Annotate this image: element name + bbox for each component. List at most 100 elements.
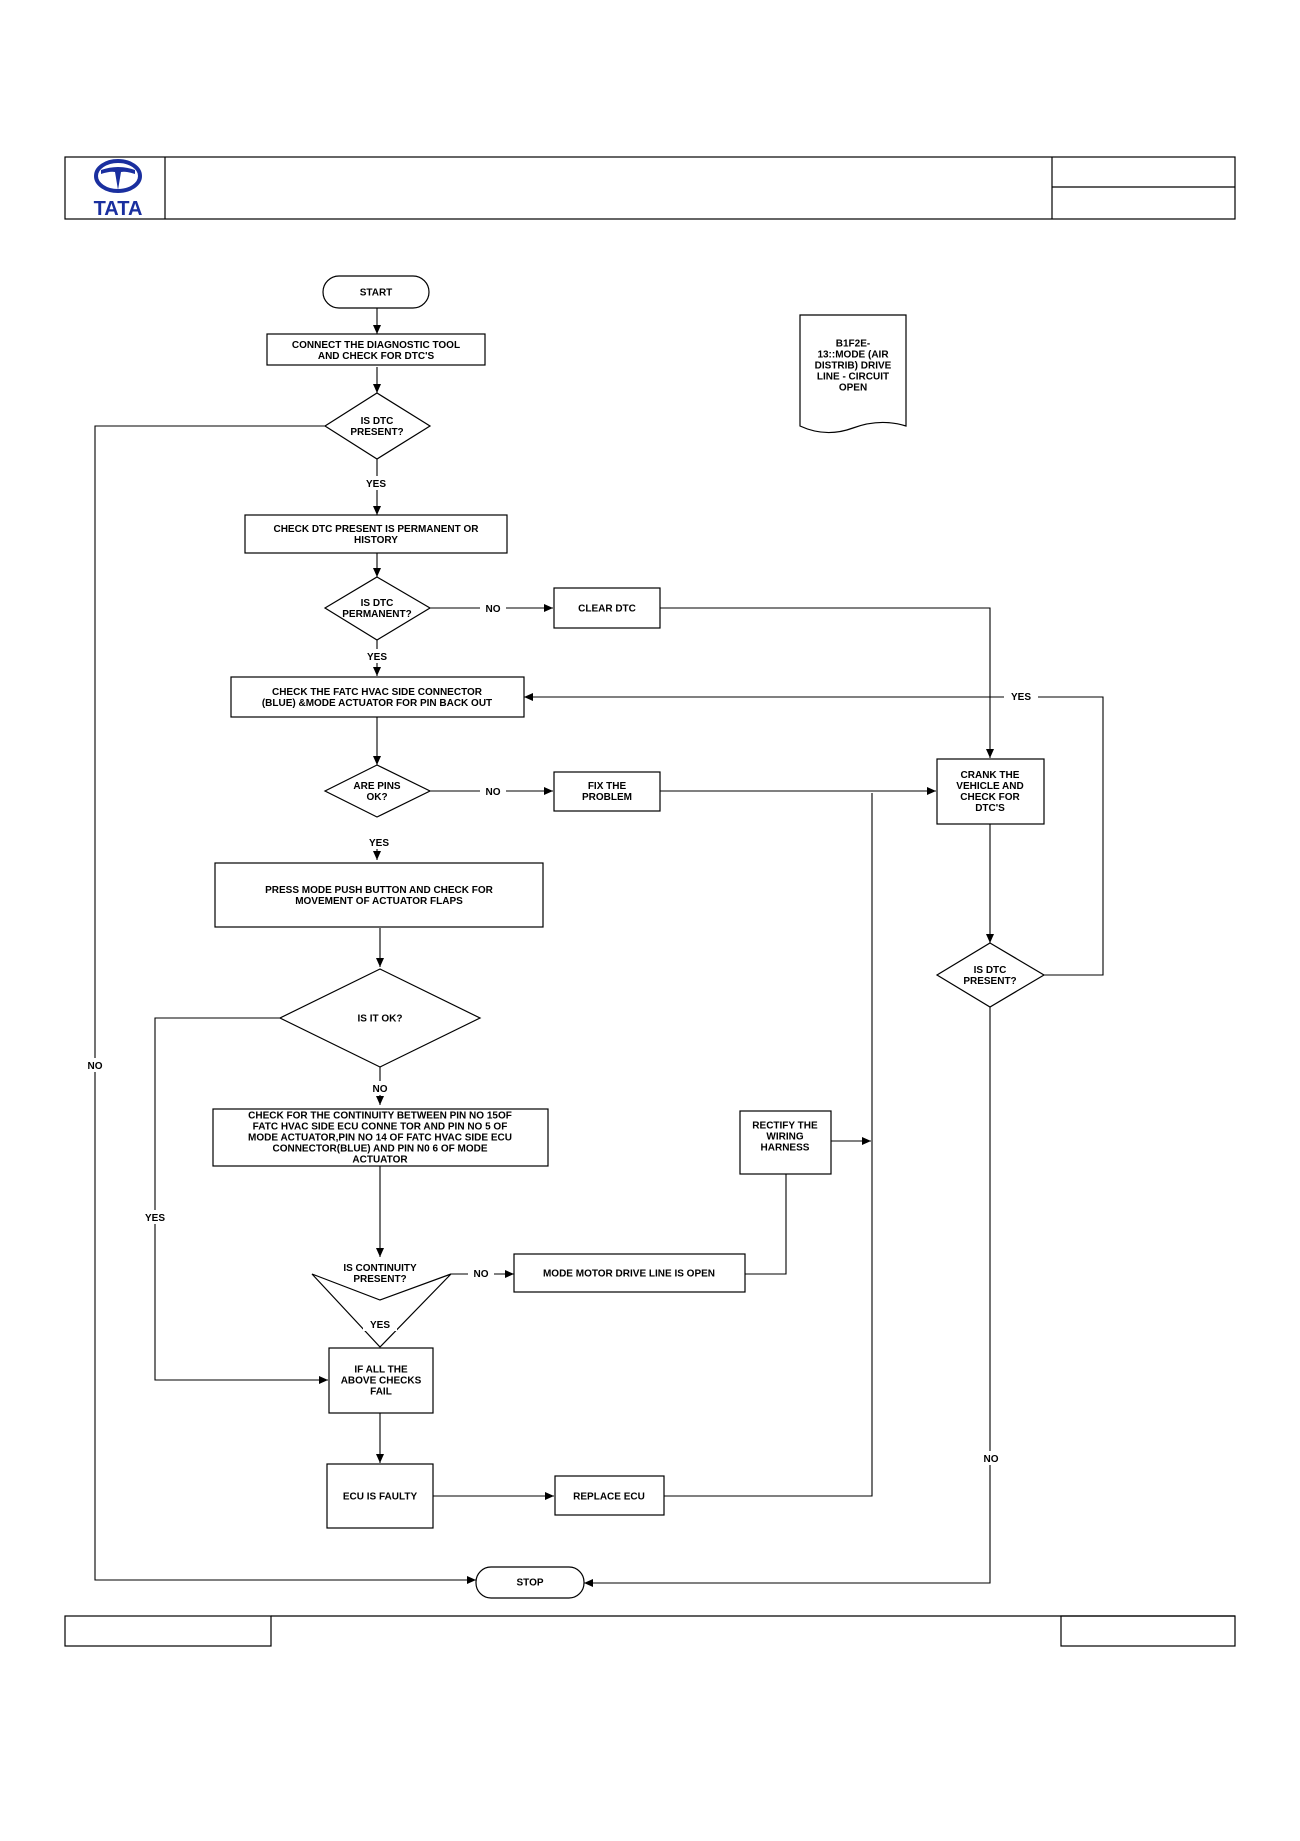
text-line: ARE PINS: [353, 781, 401, 792]
text-line: PRESS MODE PUSH BUTTON AND CHECK FOR: [265, 885, 494, 896]
text-line: REPLACE ECU: [573, 1492, 645, 1503]
process-ecu-faulty-text: ECU IS FAULTY: [343, 1492, 418, 1503]
process-clear-dtc-text: CLEAR DTC: [578, 604, 636, 615]
text-line: PRESENT?: [350, 427, 403, 438]
decision-is-it-ok-text: IS IT OK?: [358, 1014, 403, 1025]
text-line: IS DTC: [361, 416, 394, 427]
terminal-start-text: START: [360, 288, 393, 299]
edge-labels: YES NO NO YES YES NO YES NO YES NO YES N…: [83, 476, 1038, 1465]
text-line: HISTORY: [354, 535, 398, 546]
edge-label-yes: YES: [1011, 692, 1031, 703]
text-line: IS DTC: [974, 965, 1007, 976]
text-line: IS IT OK?: [358, 1014, 403, 1025]
text-line: IS CONTINUITY: [343, 1263, 417, 1274]
text-line: PROBLEM: [582, 792, 632, 803]
process-replace-ecu-text: REPLACE ECU: [573, 1492, 645, 1503]
process-replace-ecu: REPLACE ECU: [554, 1475, 665, 1516]
terminal-start: START: [322, 275, 430, 309]
terminal-stop-text: STOP: [516, 1578, 543, 1589]
text-line: OPEN: [839, 383, 867, 394]
process-clear-dtc: CLEAR DTC: [553, 587, 661, 629]
text-line: LINE - CIRCUIT: [817, 372, 889, 383]
header-frame: [64, 156, 1236, 220]
terminal-stop: STOP: [475, 1566, 585, 1599]
text-line: CHECK THE FATC HVAC SIDE CONNECTOR: [272, 687, 483, 698]
text-line: DTC'S: [975, 803, 1005, 814]
text-line: CHECK FOR THE CONTINUITY BETWEEN PIN NO …: [248, 1111, 512, 1122]
text-line: ACTUATOR: [352, 1155, 408, 1166]
process-check-connector: CHECK THE FATC HVAC SIDE CONNECTOR(BLUE)…: [230, 676, 525, 718]
text-line: MOVEMENT OF ACTUATOR FLAPS: [295, 896, 463, 907]
text-line: MODE ACTUATOR,PIN NO 14 OF FATC HVAC SID…: [248, 1133, 512, 1144]
process-drive-line-open-text: MODE MOTOR DRIVE LINE IS OPEN: [543, 1269, 715, 1280]
text-line: PRESENT?: [353, 1274, 406, 1285]
text-line: FATC HVAC SIDE ECU CONNE TOR AND PIN NO …: [253, 1122, 508, 1133]
text-line: CONNECTOR(BLUE) AND PIN N0 6 OF MODE: [272, 1144, 487, 1155]
text-line: PERMANENT?: [342, 609, 411, 620]
edge-label-no: NO: [984, 1454, 999, 1465]
decision-continuity-present: [311, 1273, 452, 1348]
text-line: ECU IS FAULTY: [343, 1492, 418, 1503]
text-line: AND CHECK FOR DTC'S: [318, 351, 435, 362]
process-check-continuity: CHECK FOR THE CONTINUITY BETWEEN PIN NO …: [212, 1108, 549, 1167]
connector-lines: [94, 308, 1104, 1587]
text-line: IS DTC: [361, 598, 394, 609]
edge-label-yes: YES: [370, 1320, 390, 1331]
text-line: MODE MOTOR DRIVE LINE IS OPEN: [543, 1269, 715, 1280]
tata-logo-text: TATA: [94, 198, 143, 220]
footer-frame: [64, 1615, 1236, 1647]
edge-label-yes: YES: [367, 652, 387, 663]
text-line: FIX THE: [588, 781, 627, 792]
text-line: START: [360, 288, 393, 299]
edge-label-yes: YES: [145, 1213, 165, 1224]
text-line: OK?: [366, 792, 387, 803]
text-line: CRANK THE: [961, 770, 1020, 781]
text-line: CONNECT THE DIAGNOSTIC TOOL: [292, 340, 460, 351]
text-line: B1F2E-: [836, 339, 870, 350]
text-line: CHECK DTC PRESENT IS PERMANENT OR: [273, 524, 479, 535]
process-check-continuity-text: CHECK FOR THE CONTINUITY BETWEEN PIN NO …: [248, 1111, 512, 1166]
text-line: (BLUE) &MODE ACTUATOR FOR PIN BACK OUT: [262, 698, 492, 709]
text-line: ABOVE CHECKS: [341, 1376, 422, 1387]
edge-label-no: NO: [474, 1269, 489, 1280]
text-line: VEHICLE AND: [956, 781, 1023, 792]
text-line: IF ALL THE: [354, 1365, 408, 1376]
process-drive-line-open: MODE MOTOR DRIVE LINE IS OPEN: [513, 1253, 746, 1293]
edge-label-no: NO: [486, 604, 501, 615]
tata-logo: TATA: [94, 159, 143, 220]
edge-label-no: NO: [88, 1061, 103, 1072]
edge-label-yes: YES: [369, 838, 389, 849]
text-line: HARNESS: [761, 1143, 810, 1154]
process-check-connector-text: CHECK THE FATC HVAC SIDE CONNECTOR(BLUE)…: [262, 687, 492, 709]
text-line: PRESENT?: [963, 976, 1016, 987]
text-line: CLEAR DTC: [578, 604, 636, 615]
tata-logo-mark: [94, 159, 142, 193]
text-line: CHECK FOR: [960, 792, 1020, 803]
text-line: 13::MODE (AIR: [817, 350, 889, 361]
text-line: FAIL: [370, 1387, 392, 1398]
text-line: RECTIFY THE: [752, 1121, 818, 1132]
